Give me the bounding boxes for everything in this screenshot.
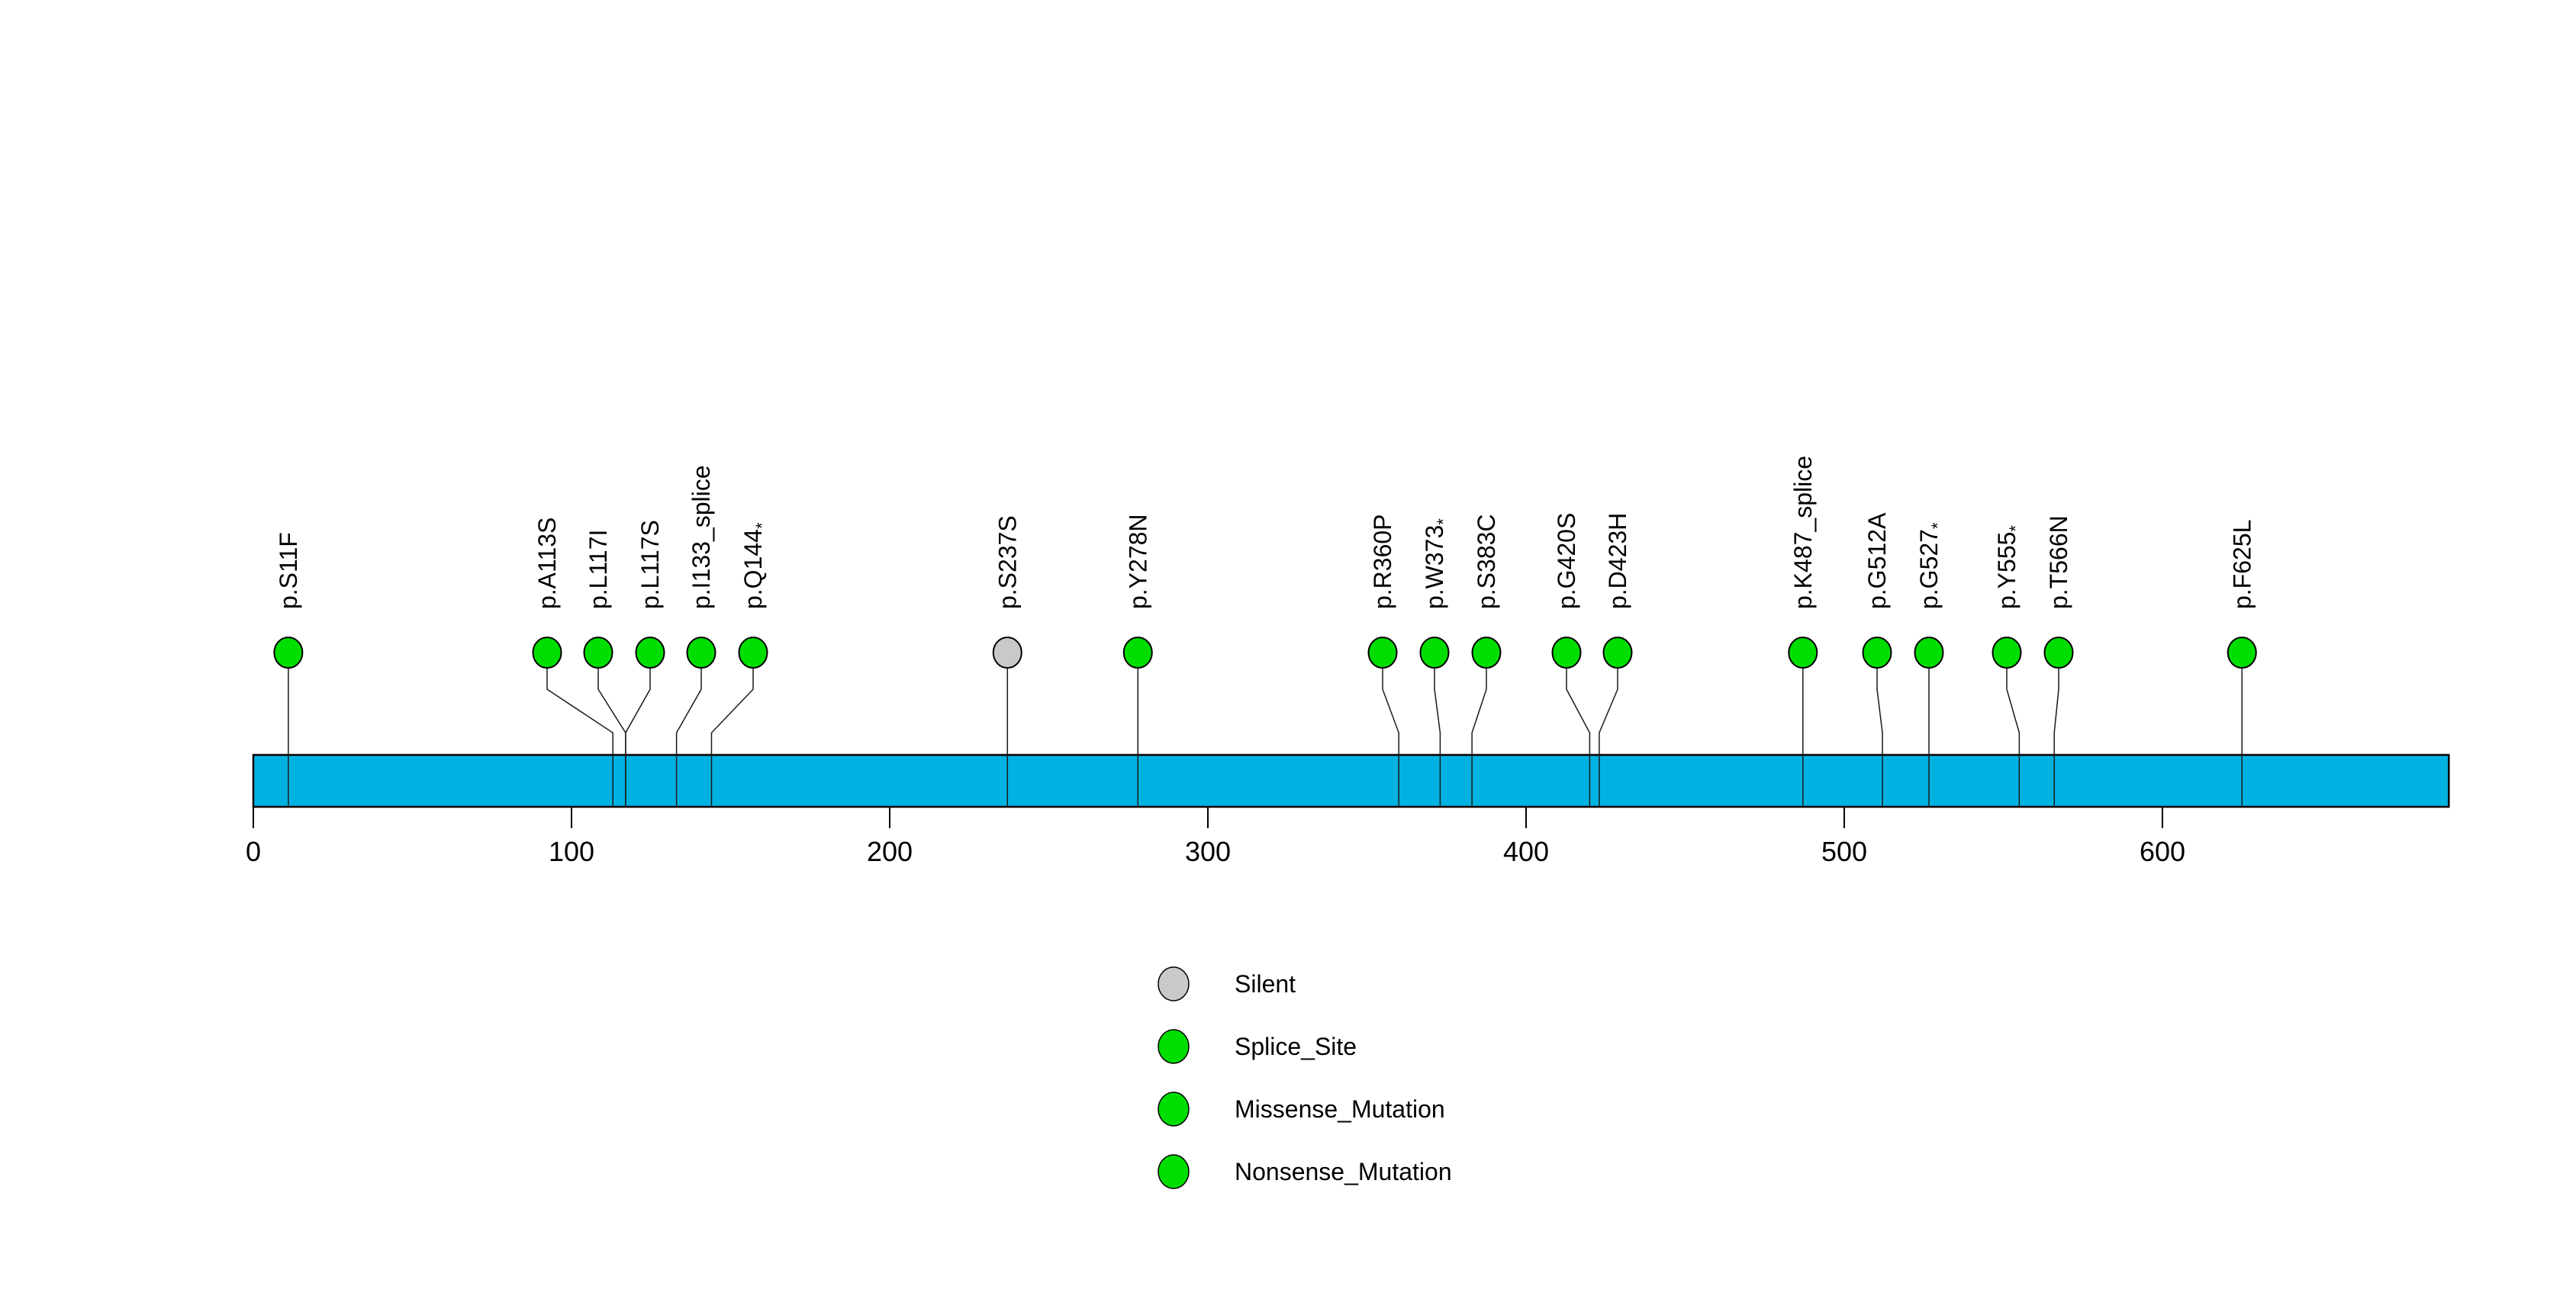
lollipop-circle bbox=[532, 637, 562, 669]
lollipop-stem bbox=[2053, 668, 2059, 807]
axis-tick-label: 200 bbox=[867, 836, 913, 867]
lollipop-stem bbox=[1434, 668, 1441, 807]
mutation-label: p.L117I bbox=[584, 530, 612, 609]
mutation-label: p.Q144* bbox=[739, 522, 771, 609]
axis-tick-label: 300 bbox=[1185, 836, 1231, 867]
mutation-label: p.S237S bbox=[993, 515, 1021, 609]
lollipop-circle bbox=[1551, 637, 1582, 669]
mutation-label: p.T566N bbox=[2045, 515, 2072, 609]
legend-marker bbox=[1158, 1029, 1190, 1064]
legend-marker bbox=[1158, 966, 1190, 1001]
lollipop-stem bbox=[675, 668, 702, 807]
axis-tick-label: 600 bbox=[2140, 836, 2185, 867]
lollipop-stem bbox=[710, 668, 754, 807]
legend-label: Missense_Mutation bbox=[1235, 1095, 1445, 1123]
lollipop-circle bbox=[273, 637, 304, 669]
mutation-label: p.A113S bbox=[533, 518, 561, 609]
lollipop-circle bbox=[1862, 637, 1892, 669]
axis-tick-label: 400 bbox=[1503, 836, 1549, 867]
axis-tick-label: 0 bbox=[246, 836, 261, 867]
lollipop-stem bbox=[546, 668, 613, 807]
lollipop-circle bbox=[2227, 637, 2257, 669]
lollipop-stem bbox=[1382, 668, 1399, 807]
lollipop-stem bbox=[1471, 668, 1487, 807]
legend-marker bbox=[1158, 1092, 1190, 1127]
legend-marker bbox=[1158, 1154, 1190, 1189]
mutation-label: p.Y555* bbox=[1993, 525, 2025, 609]
mutation-label: p.S11F bbox=[275, 532, 302, 609]
lollipop-circle bbox=[992, 637, 1022, 669]
legend-label: Splice_Site bbox=[1235, 1033, 1357, 1060]
lollipop-circle bbox=[1471, 637, 1502, 669]
axis-tick-label: 100 bbox=[549, 836, 594, 867]
mutation-label: p.W373* bbox=[1421, 518, 1453, 609]
mutation-label: p.D423H bbox=[1604, 513, 1631, 609]
mutation-label: p.S383C bbox=[1473, 514, 1500, 609]
mutation-label: p.I133_splice bbox=[687, 465, 715, 609]
mutation-label: p.K487_splice bbox=[1789, 456, 1817, 609]
lollipop-circle bbox=[738, 637, 768, 669]
axis-tick-label: 500 bbox=[1821, 836, 1867, 867]
lollipop-stem bbox=[1876, 668, 1883, 807]
lollipop-circle bbox=[1602, 637, 1633, 669]
mutation-label: p.R360P bbox=[1369, 514, 1396, 609]
legend-label: Nonsense_Mutation bbox=[1235, 1158, 1452, 1185]
lollipop-circle bbox=[1992, 637, 2022, 669]
mutation-label: p.G420S bbox=[1553, 513, 1580, 609]
lollipop-circle bbox=[686, 637, 716, 669]
lollipop-stem bbox=[2006, 668, 2021, 807]
lollipop-circle bbox=[1122, 637, 1153, 669]
lollipop-circle bbox=[1788, 637, 1818, 669]
lollipop-stem bbox=[625, 668, 651, 807]
protein-bar bbox=[252, 753, 2450, 808]
lollipop-circle bbox=[1419, 637, 1450, 669]
mutation-label: p.L117S bbox=[636, 520, 664, 609]
mutation-label: p.F625L bbox=[2228, 520, 2256, 609]
legend-label: Silent bbox=[1235, 970, 1296, 998]
lollipop-circle bbox=[2043, 637, 2074, 669]
lollipop-stem bbox=[1599, 668, 1618, 807]
lollipop-circle bbox=[1367, 637, 1398, 669]
lollipop-circle bbox=[635, 637, 665, 669]
mutation-label: p.Y278N bbox=[1124, 514, 1151, 609]
lollipop-stem bbox=[1566, 668, 1591, 807]
lollipop-circle bbox=[583, 637, 613, 669]
mutation-label: p.G527* bbox=[1915, 522, 1947, 609]
mutation-label: p.G512A bbox=[1863, 512, 1891, 609]
lollipop-circle bbox=[1914, 637, 1944, 669]
